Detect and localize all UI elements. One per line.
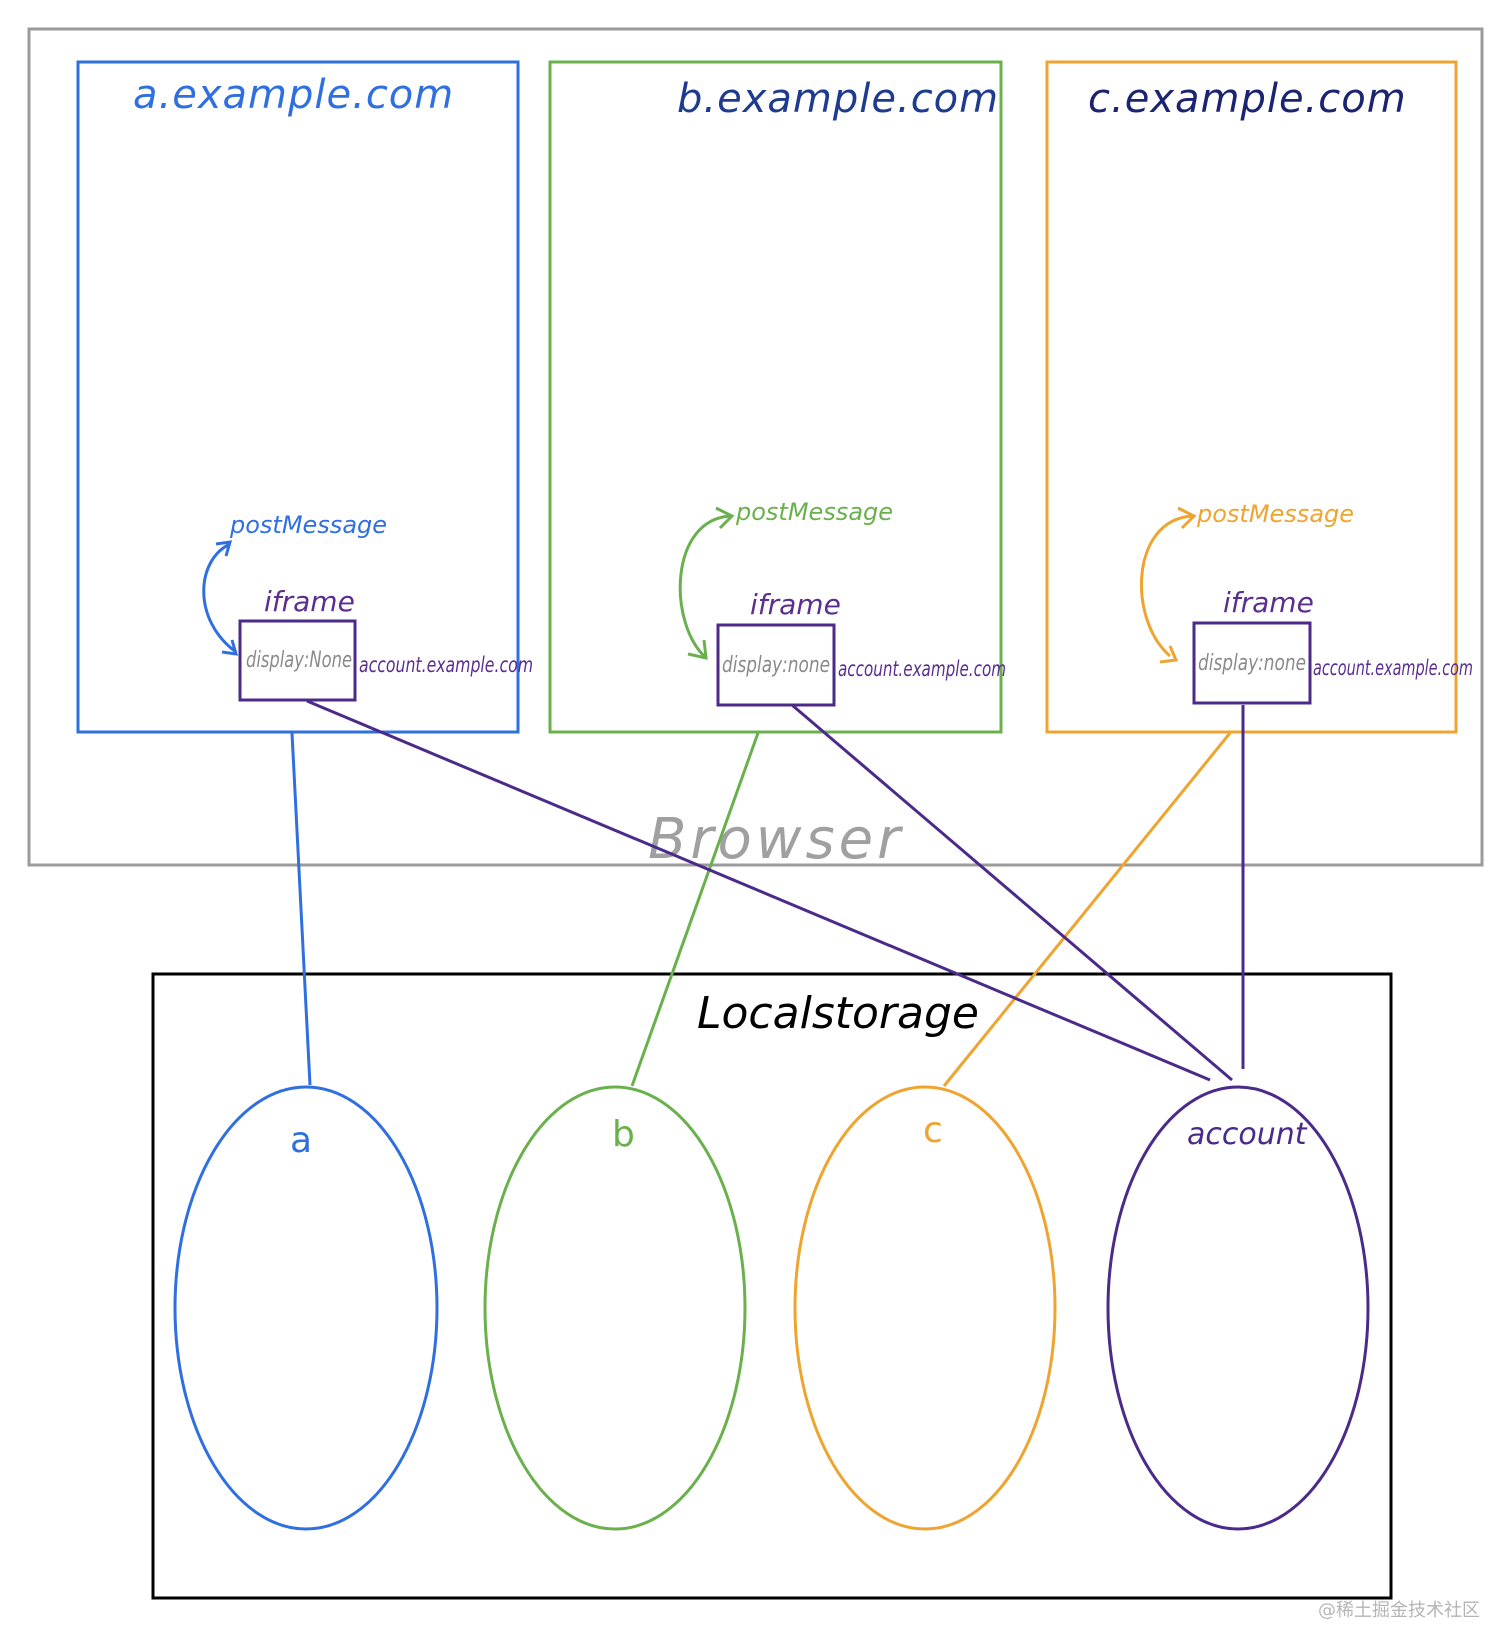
storage-c — [793, 1085, 1057, 1531]
post-message-arrow-c-head-bottom — [1159, 645, 1179, 664]
post-message-arrow-b-head-top — [715, 506, 735, 530]
post-message-arrow-c — [1140, 514, 1193, 658]
storage-b-label: b — [612, 1114, 635, 1155]
iframe-label-a: iframe — [264, 585, 355, 618]
localstorage-frame — [151, 972, 1393, 1600]
connector-b-to-storage-b — [630, 732, 760, 1087]
site-frame-c — [1045, 60, 1458, 734]
post-message-arrow-c-head-top — [1177, 506, 1197, 530]
browser-frame — [27, 27, 1484, 867]
connector-a-to-storage-a — [290, 732, 312, 1086]
iframe-display-style-a: display:None — [246, 648, 352, 673]
iframe-src-c: account.example.com — [1313, 656, 1473, 680]
iframe-src-b: account.example.com — [838, 657, 1006, 681]
iframe-box-c — [1192, 621, 1312, 705]
storage-account — [1106, 1085, 1370, 1531]
browser-label: Browser — [648, 807, 904, 872]
iframe-display-style-c: display:none — [1198, 651, 1306, 676]
site-a-domain-title: a.example.com — [133, 72, 454, 118]
iframe-box-a — [238, 619, 357, 702]
post-message-arrow-b-head-bottom — [687, 639, 708, 660]
post-message-arrow-b — [678, 514, 731, 658]
connector-iframe-a-to-account — [306, 699, 1211, 1082]
storage-a-label: a — [290, 1120, 312, 1161]
watermark: @稀土掘金技术社区 — [1318, 1600, 1480, 1621]
iframe-display-style-b: display:none — [722, 653, 830, 678]
iframe-box-b — [716, 623, 836, 707]
iframe-src-a: account.example.com — [359, 653, 533, 677]
iframe-label-c: iframe — [1223, 586, 1314, 619]
storage-a — [173, 1085, 439, 1531]
storage-b — [483, 1085, 747, 1531]
site-frame-a — [76, 60, 520, 734]
connector-c-to-storage-c — [942, 732, 1232, 1087]
post-message-label-b: postMessage — [735, 498, 893, 526]
post-message-arrow-a-head-bottom — [221, 639, 239, 656]
localstorage-label: Localstorage — [697, 988, 979, 1039]
post-message-arrow-a-head-top — [215, 540, 233, 557]
connector-iframe-b-to-account — [791, 703, 1233, 1082]
site-frame-b — [548, 60, 1003, 734]
post-message-label-a: postMessage — [229, 511, 387, 539]
iframe-label-b: iframe — [750, 588, 841, 621]
post-message-arrow-a — [202, 542, 237, 654]
post-message-label-c: postMessage — [1196, 500, 1354, 528]
storage-c-label: c — [923, 1110, 943, 1151]
site-b-domain-title: b.example.com — [677, 76, 999, 122]
storage-account-label: account — [1187, 1117, 1308, 1152]
site-c-domain-title: c.example.com — [1088, 76, 1407, 122]
